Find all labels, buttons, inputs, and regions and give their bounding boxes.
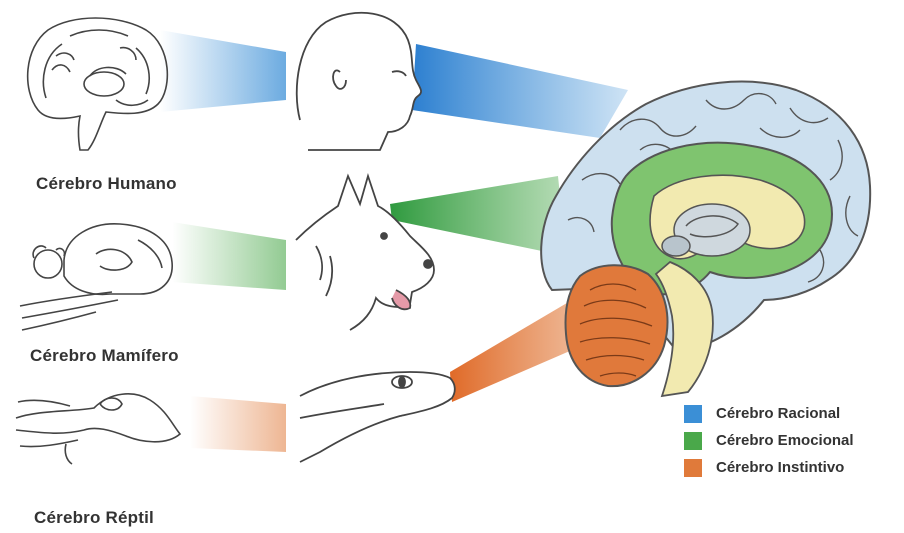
legend-label-rational: Cérebro Racional <box>716 405 840 422</box>
legend-swatch-instinctive <box>684 459 702 477</box>
legend-swatch-emotional <box>684 432 702 450</box>
legend-label-instinctive: Cérebro Instintivo <box>716 459 844 476</box>
mammal-brain-label: Cérebro Mamífero <box>30 346 179 366</box>
legend-swatch-rational <box>684 405 702 423</box>
reptile-brain-label: Cérebro Réptil <box>34 508 154 528</box>
human-brain-label: Cérebro Humano <box>36 174 177 194</box>
legend: Cérebro Racional Cérebro Emocional Céreb… <box>684 400 854 481</box>
legend-item-instinctive: Cérebro Instintivo <box>684 454 854 481</box>
legend-label-emotional: Cérebro Emocional <box>716 432 854 449</box>
legend-item-rational: Cérebro Racional <box>684 400 854 427</box>
legend-item-emotional: Cérebro Emocional <box>684 427 854 454</box>
